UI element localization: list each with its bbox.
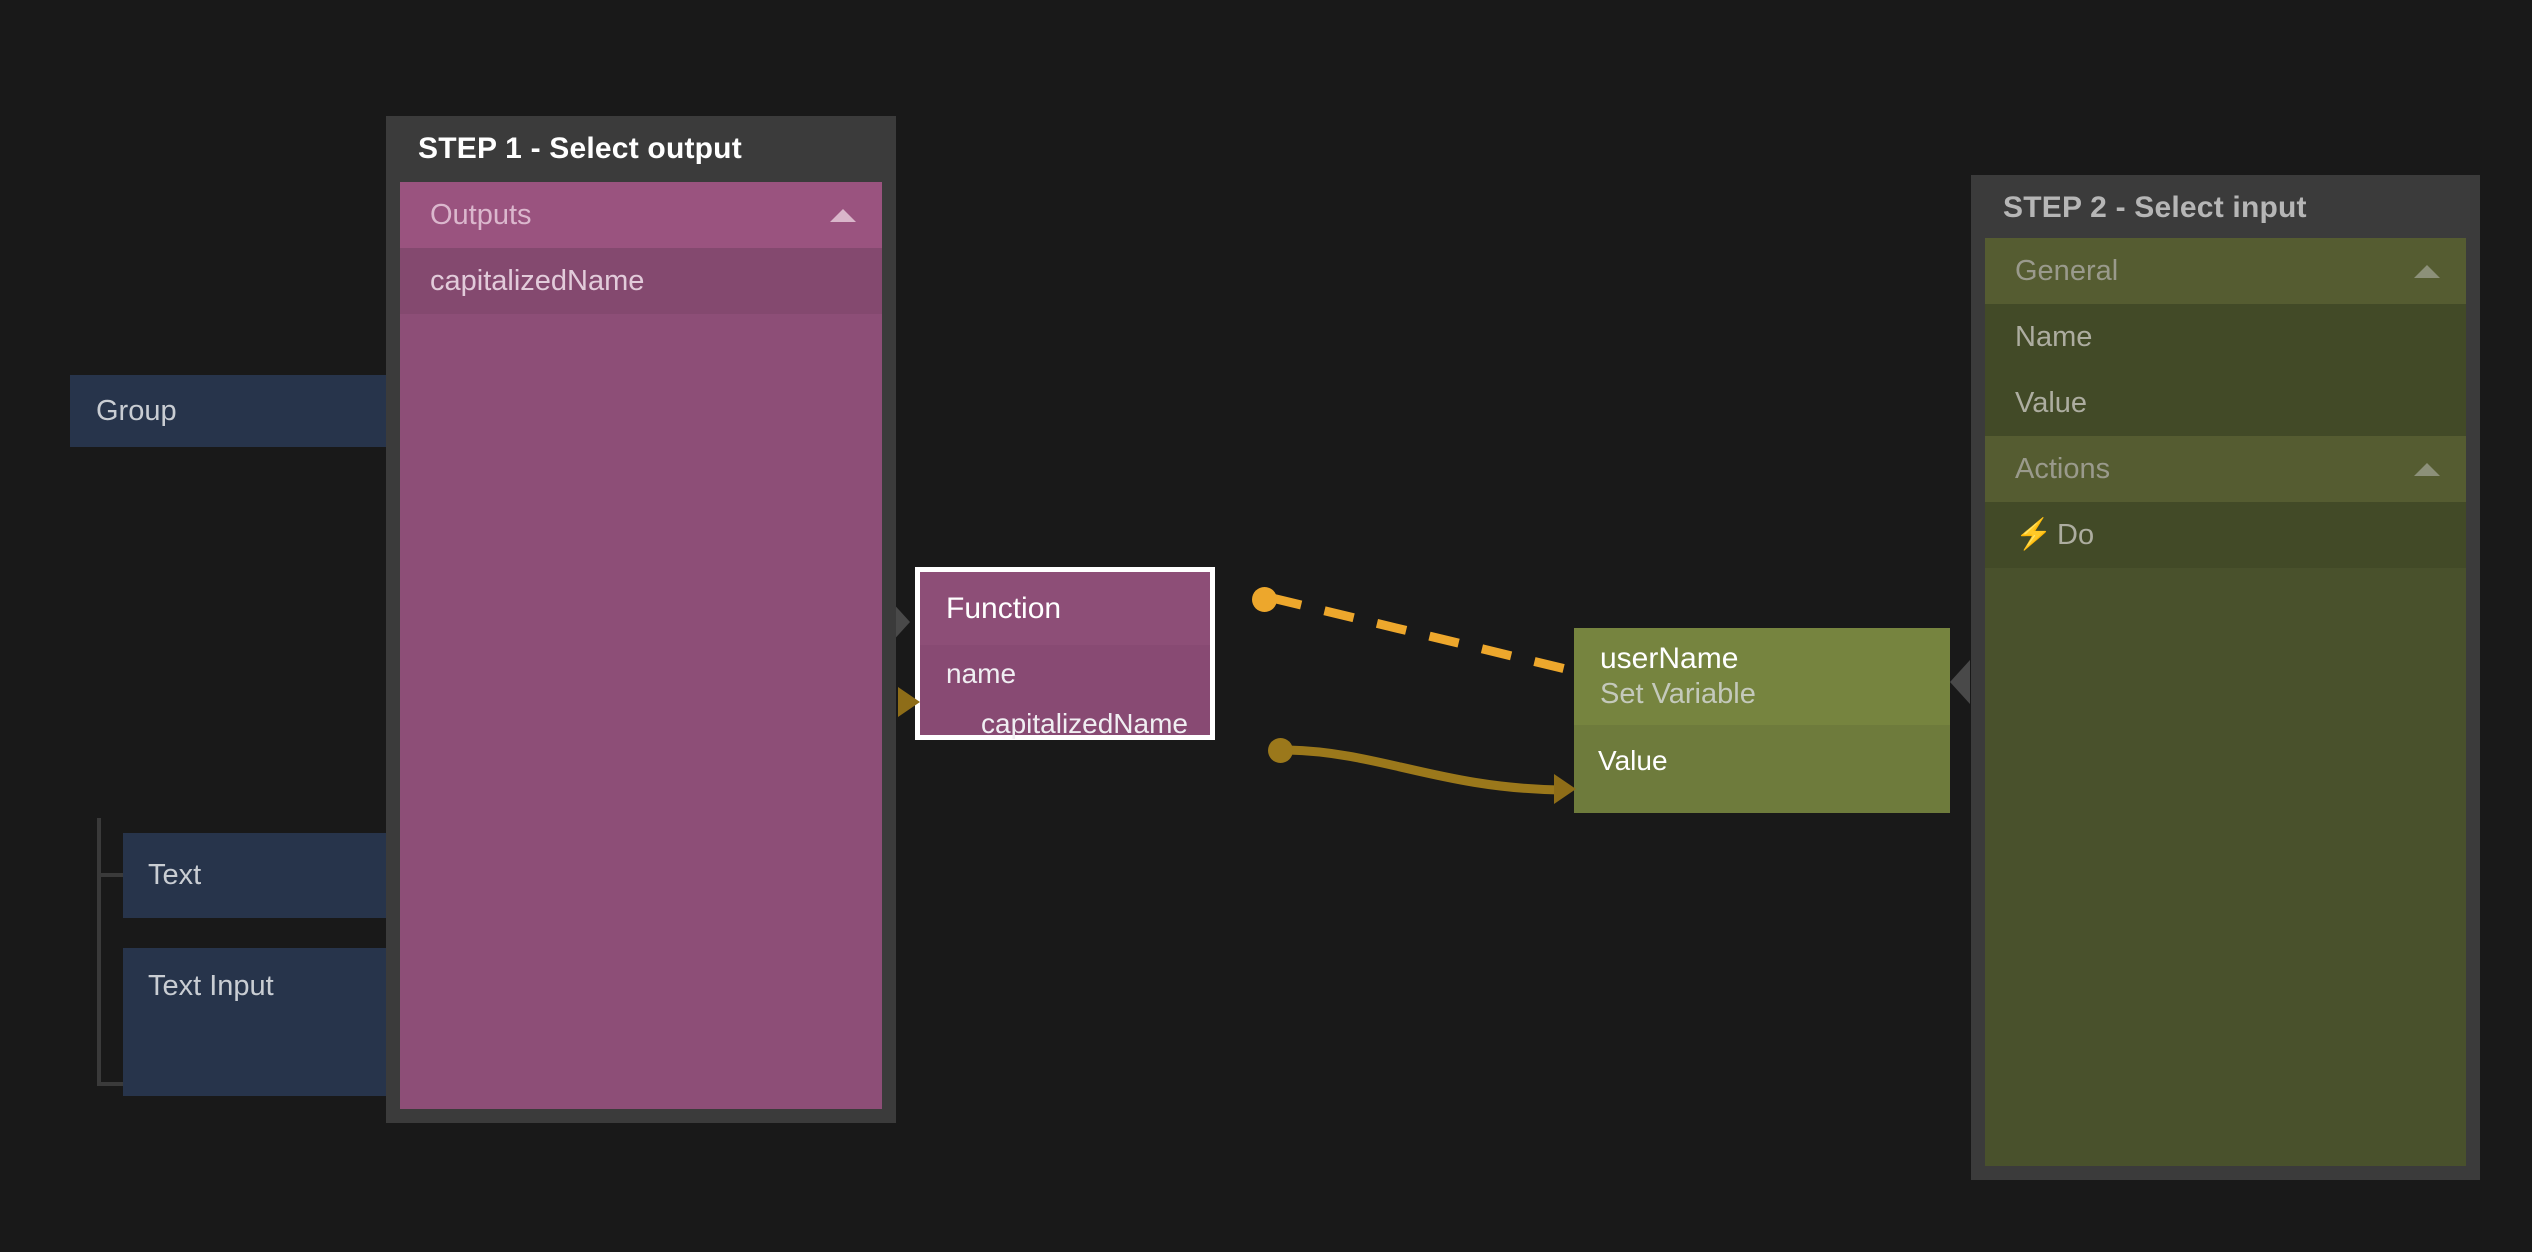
function-exec-output-port[interactable] xyxy=(1252,587,1277,612)
tree-item-text[interactable]: Text xyxy=(123,833,400,918)
function-node-header: Function xyxy=(920,572,1210,645)
tree-item-label: Group xyxy=(96,394,177,427)
chevron-up-icon[interactable] xyxy=(2414,264,2440,278)
tree-item-text-input[interactable]: Text Input xyxy=(123,948,400,1096)
function-data-input-arrow-icon[interactable] xyxy=(898,687,920,717)
tree-connector-line xyxy=(97,818,101,1086)
section-label: General xyxy=(2015,254,2119,287)
step-1-panel: STEP 1 - Select output Outputs capitaliz… xyxy=(386,116,896,1123)
set-variable-input-port-label[interactable]: Value xyxy=(1598,745,1668,776)
set-variable-node-body: Value xyxy=(1574,725,1950,813)
set-variable-data-input-arrow-icon[interactable] xyxy=(1554,774,1576,804)
set-variable-exec-arrow-icon[interactable] xyxy=(1950,660,1970,704)
section-label: Outputs xyxy=(430,198,532,231)
step-2-title: STEP 2 - Select input xyxy=(2003,191,2307,224)
step-2-panel: STEP 2 - Select input General Name Value… xyxy=(1971,175,2480,1180)
step-1-section-outputs[interactable]: Outputs xyxy=(400,182,882,248)
function-node[interactable]: Function name capitalizedName xyxy=(915,567,1215,740)
function-output-port-label[interactable]: capitalizedName xyxy=(981,708,1188,739)
step-1-list: Outputs capitalizedName xyxy=(400,182,882,1109)
step-2-item-value[interactable]: Value xyxy=(1985,370,2466,436)
function-data-output-port[interactable] xyxy=(1268,738,1293,763)
set-variable-node-title: userName xyxy=(1600,642,1739,675)
chevron-up-icon[interactable] xyxy=(830,208,856,222)
section-label: Actions xyxy=(2015,452,2111,485)
step-2-item-name[interactable]: Name xyxy=(1985,304,2466,370)
data-wire xyxy=(1283,745,1565,795)
step-2-list: General Name Value Actions ⚡ Do xyxy=(1985,238,2466,1166)
list-item-label: Name xyxy=(2015,320,2093,353)
tree-item-group[interactable]: Group xyxy=(70,375,400,447)
set-variable-node-subtitle: Set Variable xyxy=(1600,678,1756,710)
tree-branch-tick xyxy=(97,873,125,877)
function-node-title: Function xyxy=(946,591,1062,625)
step-2-section-general[interactable]: General xyxy=(1985,238,2466,304)
step-2-item-do[interactable]: ⚡ Do xyxy=(1985,502,2466,568)
chevron-up-icon[interactable] xyxy=(2414,462,2440,476)
step-1-item-capitalizedname[interactable]: capitalizedName xyxy=(400,248,882,314)
lightning-bolt-icon: ⚡ xyxy=(2015,518,2053,551)
list-item-label: Do xyxy=(2057,518,2095,551)
set-variable-node[interactable]: userName Set Variable Value xyxy=(1574,628,1950,813)
function-input-port-label[interactable]: name xyxy=(946,658,1017,689)
object-tree: Group Text Text Input xyxy=(0,360,400,1096)
list-item-label: Value xyxy=(2015,386,2088,419)
step-2-section-actions[interactable]: Actions xyxy=(1985,436,2466,502)
tree-item-label: Text Input xyxy=(148,970,274,1002)
function-node-body: name capitalizedName xyxy=(920,645,1210,739)
tree-branch-tick xyxy=(97,1082,125,1086)
set-variable-node-header: userName Set Variable xyxy=(1574,628,1950,725)
tree-item-label: Text xyxy=(148,859,202,891)
list-item-label: capitalizedName xyxy=(430,264,645,297)
step-1-title: STEP 1 - Select output xyxy=(418,132,742,165)
